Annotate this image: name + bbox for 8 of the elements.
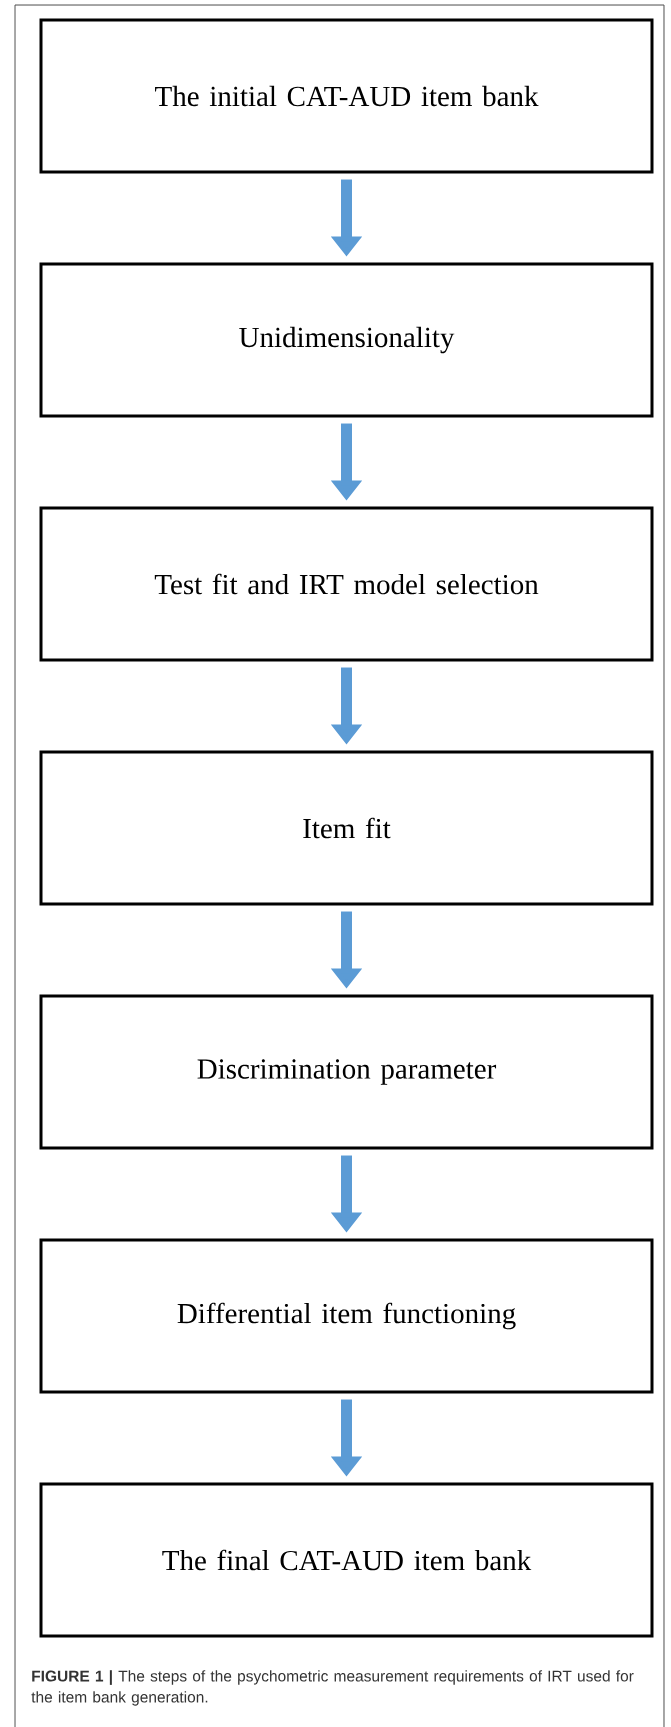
process-box: The initial CAT-AUD item bank	[39, 18, 654, 174]
process-box: Discrimination parameter	[39, 994, 654, 1150]
process-box: Unidimensionality	[39, 262, 654, 418]
process-box: Test fit and IRT model selection	[39, 506, 654, 662]
process-box: Differential item functioning	[39, 1238, 654, 1394]
process-box: The final CAT-AUD item bank	[39, 1482, 654, 1638]
process-box: Item fit	[39, 750, 654, 906]
figure-caption: FIGURE 1 | The steps of the psychometric measurement requirements of IRT used for the item bank generation.	[31, 1670, 634, 1706]
